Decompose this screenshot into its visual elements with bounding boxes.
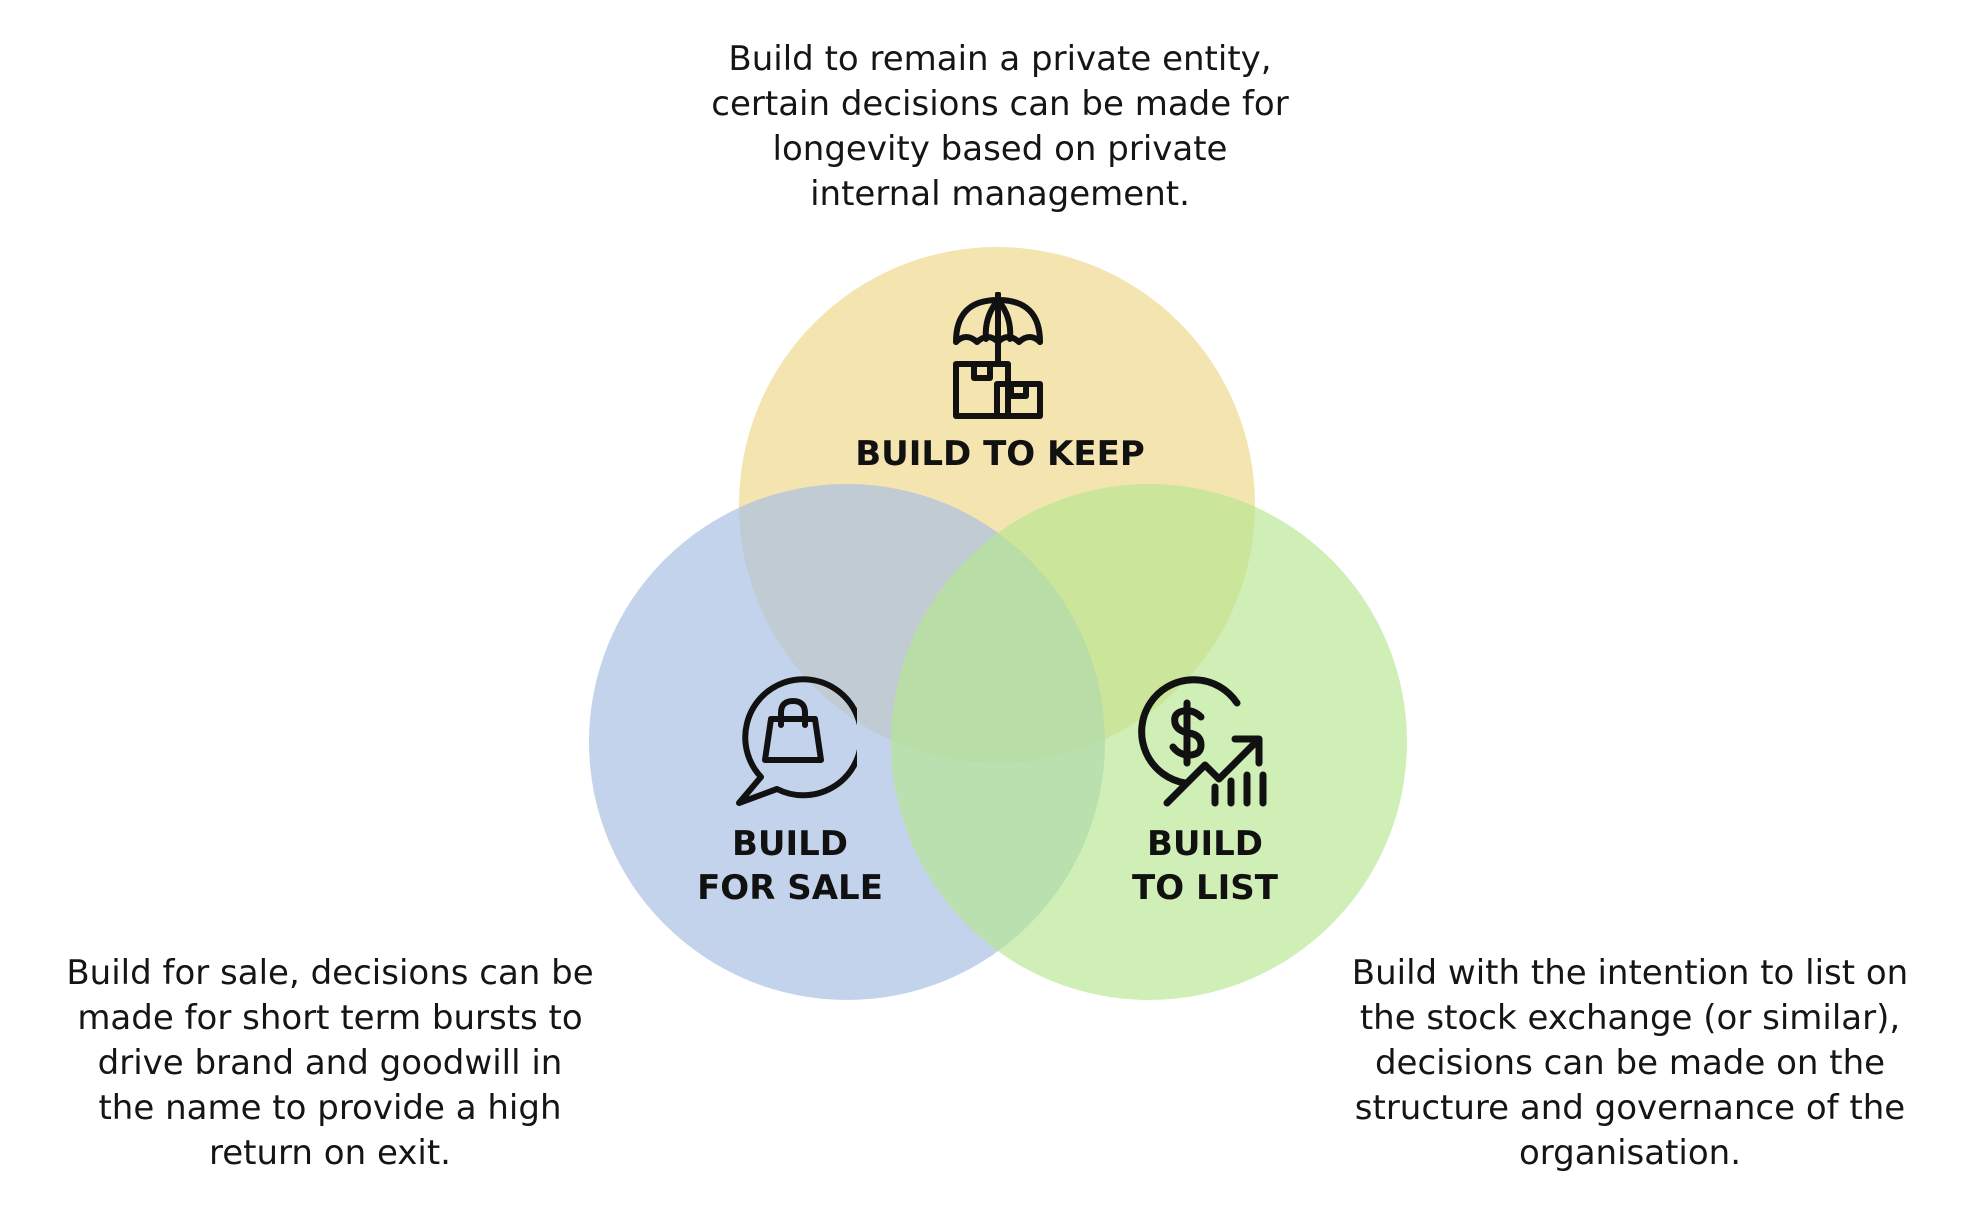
label-build-for-sale: BUILD FOR SALE <box>640 822 940 910</box>
description-line: structure and governance of the <box>1354 1088 1906 1128</box>
dollar-growth-chart-icon <box>1138 676 1267 807</box>
description-line: return on exit. <box>209 1133 451 1173</box>
description-line: the stock exchange (or similar), <box>1359 998 1901 1038</box>
description-line: made for short term bursts to <box>77 998 583 1038</box>
description-line: Build for sale, decisions can be <box>66 953 594 993</box>
label-build-to-list: BUILD TO LIST <box>1055 822 1355 910</box>
label-build-to-keep: BUILD TO KEEP <box>800 432 1200 476</box>
description-line: organisation. <box>1518 1133 1742 1173</box>
build-for-sale-description: Build for sale, decisions can be made fo… <box>0 951 660 1176</box>
build-to-list-description: Build with the intention to list on the … <box>1290 951 1970 1176</box>
label-line: FOR SALE <box>697 868 883 908</box>
description-line: Build to remain a private entity, <box>728 39 1272 79</box>
shopping-bag-chat-icon <box>736 676 857 806</box>
label-line: BUILD <box>1146 824 1264 864</box>
umbrella-boxes-icon <box>953 292 1043 419</box>
description-line: internal management. <box>810 174 1190 214</box>
build-to-keep-description: Build to remain a private entity, certai… <box>600 37 1400 217</box>
description-line: drive brand and goodwill in <box>97 1043 563 1083</box>
description-line: Build with the intention to list on <box>1351 953 1909 993</box>
label-line: BUILD <box>731 824 849 864</box>
label-line: BUILD TO KEEP <box>855 434 1145 474</box>
label-line: TO LIST <box>1132 868 1278 908</box>
circle-build-to-list <box>891 484 1407 1000</box>
description-line: the name to provide a high <box>98 1088 562 1128</box>
description-line: certain decisions can be made for <box>711 84 1289 124</box>
description-line: decisions can be made on the <box>1374 1043 1886 1083</box>
description-line: longevity based on private <box>772 129 1228 169</box>
